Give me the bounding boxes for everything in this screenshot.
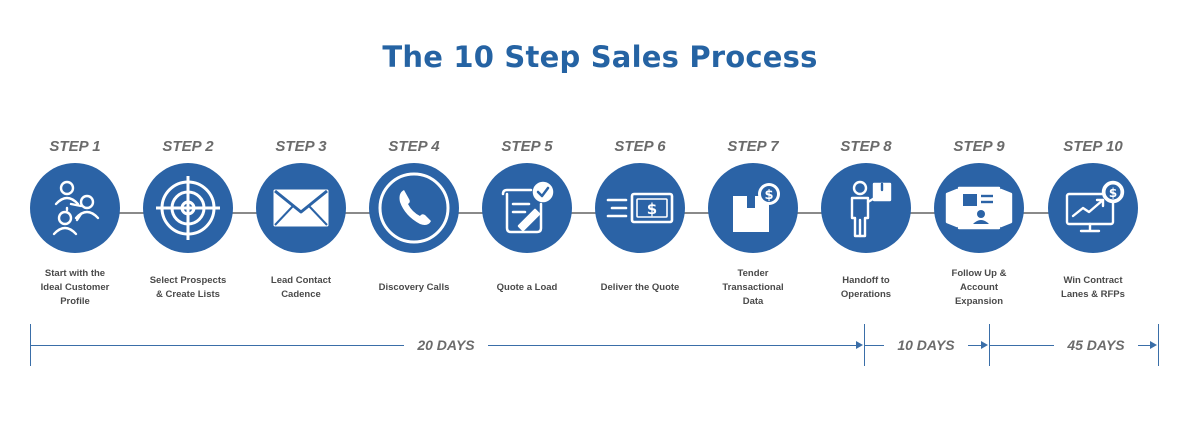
phone-icon: [378, 172, 450, 244]
svg-text:$: $: [1109, 186, 1117, 200]
arrowhead-icon: [856, 341, 863, 349]
step-4: STEP 4 Discovery Calls: [354, 130, 474, 293]
step-label: STEP 1: [49, 138, 101, 155]
timeline-tick: [30, 324, 31, 366]
step-circle: $: [596, 164, 684, 252]
svg-text:$: $: [764, 188, 773, 203]
step-label: STEP 10: [1063, 138, 1123, 155]
monitor-growth-icon: $: [1065, 180, 1125, 233]
step-label: STEP 8: [840, 138, 892, 155]
timeline-duration-label: 10 DAYS: [884, 332, 968, 358]
arrowhead-icon: [981, 341, 988, 349]
step-3: STEP 3 Lead Contact Cadence: [241, 130, 361, 300]
step-circle: [370, 164, 458, 252]
step-7: STEP 7 $ Tender Transactional Data: [693, 130, 813, 307]
step-6: STEP 6 $ Deliver the Quote: [580, 130, 700, 293]
step-9: STEP 9 Follow Up & Account Expansion: [919, 130, 1039, 307]
step-label: STEP 5: [501, 138, 553, 155]
step-label: STEP 6: [614, 138, 666, 155]
step-description: Handoff to Operations: [840, 275, 892, 300]
step-description: Quote a Load: [496, 282, 558, 293]
step-circle: $: [709, 164, 797, 252]
step-circle: [31, 164, 119, 252]
person-package-icon: [850, 180, 892, 238]
target-icon: [156, 176, 220, 240]
timeline-tick: [989, 324, 990, 366]
step-label: STEP 3: [275, 138, 327, 155]
step-label: STEP 7: [727, 138, 779, 155]
step-circle: [257, 164, 345, 252]
step-circle: $: [1049, 164, 1137, 252]
box-dollar-icon: $: [733, 183, 780, 232]
timeline-tick: [1158, 324, 1159, 366]
step-2: STEP 2 Select Prospects & Create Lists: [128, 130, 248, 300]
timeline-tick: [864, 324, 865, 366]
step-8: STEP 8 Handoff to Operations: [806, 130, 926, 300]
step-circle: [144, 164, 232, 252]
step-description: Win Contract Lanes & RFPs: [1061, 275, 1125, 300]
step-label: STEP 2: [162, 138, 214, 155]
step-description: Start with the Ideal Customer Profile: [40, 268, 110, 307]
step-connector-line: [75, 212, 1095, 214]
timeline-duration-label: 20 DAYS: [404, 332, 488, 358]
video-call-icon: [945, 186, 1013, 230]
step-description: Select Prospects & Create Lists: [149, 275, 227, 300]
step-circle: [483, 164, 571, 252]
step-description: Deliver the Quote: [600, 282, 680, 293]
step-label: STEP 4: [388, 138, 440, 155]
step-10: STEP 10 $ Win Contract Lanes & RFPs: [1033, 130, 1153, 300]
step-5: STEP 5 Quote a Load: [467, 130, 587, 293]
envelope-icon: [273, 189, 329, 227]
step-description: Discovery Calls: [378, 282, 450, 293]
step-circle: [822, 164, 910, 252]
arrowhead-icon: [1150, 341, 1157, 349]
step-description: Lead Contact Cadence: [270, 275, 332, 300]
page-title: The 10 Step Sales Process: [382, 40, 818, 74]
document-check-icon: [501, 181, 554, 234]
step-description: Tender Transactional Data: [722, 268, 784, 307]
svg-text:$: $: [647, 200, 657, 218]
fast-money-icon: $: [606, 192, 674, 224]
timeline: 20 DAYS 10 DAYS 45 DAYS: [0, 320, 1200, 370]
people-network-icon: [52, 180, 100, 236]
step-description: Follow Up & Account Expansion: [951, 268, 1007, 307]
step-label: STEP 9: [953, 138, 1005, 155]
timeline-duration-label: 45 DAYS: [1054, 332, 1138, 358]
step-circle: [935, 164, 1023, 252]
step-1: STEP 1 Start with the Ideal Customer Pro…: [15, 130, 135, 307]
